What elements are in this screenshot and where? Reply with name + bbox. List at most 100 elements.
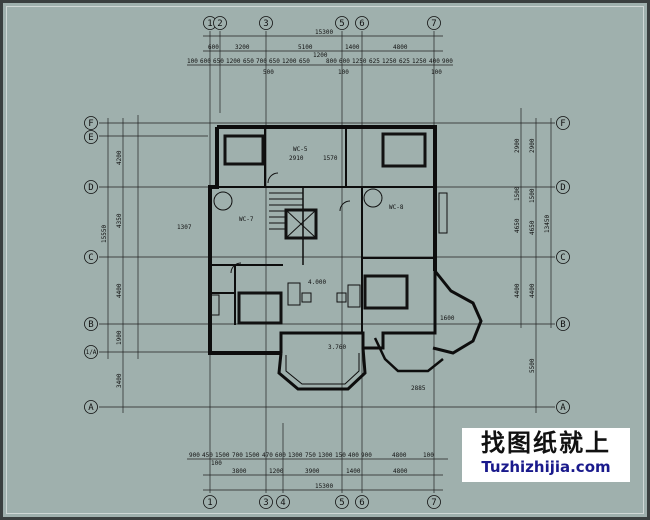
table-icon bbox=[336, 292, 347, 303]
dim-text: 100 bbox=[338, 69, 349, 76]
dim-text: 600 bbox=[275, 452, 286, 459]
shower-icon bbox=[213, 191, 233, 211]
dim-text: 600 bbox=[200, 58, 211, 65]
dim-text: 100 bbox=[431, 69, 442, 76]
room-labels: WC-5 2910 1570 WC-7 WC-8 4.000 3.760 160… bbox=[239, 146, 455, 392]
dim-text: 1400 bbox=[346, 468, 361, 475]
dim-text: 3800 bbox=[232, 468, 247, 475]
walls bbox=[208, 125, 483, 391]
dim-text: 3200 bbox=[235, 44, 250, 51]
axis-label: 7 bbox=[431, 19, 436, 29]
dim-text: 3400 bbox=[116, 373, 123, 388]
axis-label: A bbox=[88, 403, 94, 413]
axis-label: 1 bbox=[207, 19, 212, 29]
dim-text: 900 bbox=[189, 452, 200, 459]
dim-text: 650 bbox=[269, 58, 280, 65]
dim-text: 100 bbox=[187, 58, 198, 65]
dim-text: 600 bbox=[339, 58, 350, 65]
dim-text: 100 bbox=[211, 460, 222, 467]
dim-text: 625 bbox=[399, 58, 410, 65]
watermark: 找图纸就上 Tuzhizhijia.com bbox=[462, 428, 630, 482]
axis-label: 1/A bbox=[86, 349, 97, 356]
axis-label: 2 bbox=[217, 19, 222, 29]
axis-label: B bbox=[560, 320, 565, 330]
top-dimensions: 15300 600 3200 5100 1400 4800 1200 100 6… bbox=[187, 29, 453, 76]
room-label: 2910 bbox=[289, 155, 304, 162]
dim-text: 900 bbox=[442, 58, 453, 65]
dim-text: 1250 bbox=[352, 58, 367, 65]
dim-text: 4400 bbox=[529, 283, 536, 298]
axis-label: 7 bbox=[431, 498, 436, 508]
door-swing-icon bbox=[230, 262, 242, 274]
elevator-icon bbox=[284, 208, 318, 240]
dim-text: 1300 bbox=[318, 452, 333, 459]
dim-text: 1307 bbox=[177, 224, 192, 231]
dim-text: 4800 bbox=[393, 468, 408, 475]
axis-label: D bbox=[560, 183, 565, 193]
bottom-dimensions: 900 450 1500 700 1500 470 600 1300 750 1… bbox=[189, 452, 434, 490]
dim-text: 400 bbox=[429, 58, 440, 65]
stair-icon bbox=[269, 192, 303, 230]
shower-icon bbox=[363, 188, 383, 208]
dim-text: 2900 bbox=[514, 138, 521, 153]
dim-text: 100 bbox=[423, 452, 434, 459]
dim-text: 1200 bbox=[226, 58, 241, 65]
dim-text: 650 bbox=[243, 58, 254, 65]
axis-label: 4 bbox=[280, 498, 285, 508]
axis-label: 3 bbox=[263, 19, 268, 29]
room-label: 1570 bbox=[323, 155, 338, 162]
bed-icon bbox=[223, 134, 265, 166]
axis-label: 3 bbox=[263, 498, 268, 508]
dim-text: 450 bbox=[202, 452, 213, 459]
dim-text: 13450 bbox=[544, 215, 551, 233]
room-label: 2885 bbox=[411, 385, 426, 392]
sofa-icon bbox=[347, 284, 361, 308]
dim-text: 4350 bbox=[116, 213, 123, 228]
bed-icon bbox=[381, 132, 427, 168]
axis-label: B bbox=[88, 320, 93, 330]
window-icon bbox=[210, 294, 220, 316]
dim-text: 470 bbox=[262, 452, 273, 459]
right-dimensions: 13450 2900 1500 4650 4400 5500 2900 1500… bbox=[514, 138, 551, 373]
bed-icon bbox=[237, 291, 283, 325]
floor-plan-svg: 1 2 3 5 6 7 1 3 4 5 6 7 F E D C B 1/A A … bbox=[84, 16, 570, 509]
dim-text: 1500 bbox=[245, 452, 260, 459]
dim-text: 1300 bbox=[288, 452, 303, 459]
dim-text: 4200 bbox=[116, 150, 123, 165]
dim-text: 1200 bbox=[269, 468, 284, 475]
axis-label: 6 bbox=[359, 19, 364, 29]
dim-text: 1500 bbox=[529, 188, 536, 203]
window-icon bbox=[438, 192, 448, 234]
dim-text: 15550 bbox=[101, 225, 108, 243]
room-label: WC-5 bbox=[293, 146, 308, 153]
door-swing-icon bbox=[267, 172, 279, 184]
furniture bbox=[210, 132, 448, 325]
axis-label: A bbox=[560, 403, 566, 413]
left-dimensions: 15550 4200 4350 4400 1900 3400 1307 bbox=[101, 150, 192, 388]
dim-text: 1200 bbox=[313, 52, 328, 59]
dim-text: 600 bbox=[208, 44, 219, 51]
dim-text: 500 bbox=[263, 69, 274, 76]
axis-label: C bbox=[560, 253, 565, 263]
axis-label: 1 bbox=[207, 498, 212, 508]
axis-label: F bbox=[560, 119, 565, 129]
sofa-icon bbox=[287, 282, 301, 306]
axis-label: F bbox=[88, 119, 93, 129]
table-icon bbox=[301, 292, 312, 303]
dim-text: 4650 bbox=[514, 218, 521, 233]
watermark-url: Tuzhizhijia.com bbox=[481, 458, 611, 476]
dim-text: 4400 bbox=[116, 283, 123, 298]
dim-text: 700 bbox=[256, 58, 267, 65]
dim-text: 15300 bbox=[315, 483, 333, 490]
axis-labels: 1 2 3 5 6 7 1 3 4 5 6 7 F E D C B 1/A A … bbox=[86, 19, 567, 508]
room-label: 1600 bbox=[440, 315, 455, 322]
watermark-chinese: 找图纸就上 bbox=[481, 429, 611, 457]
axis-label: 6 bbox=[359, 498, 364, 508]
axis-grid-lines bbox=[99, 31, 555, 493]
dim-text: 800 bbox=[326, 58, 337, 65]
dim-text: 1500 bbox=[215, 452, 230, 459]
axis-label: E bbox=[88, 133, 93, 143]
dim-text: 3900 bbox=[305, 468, 320, 475]
dim-text: 4800 bbox=[393, 44, 408, 51]
